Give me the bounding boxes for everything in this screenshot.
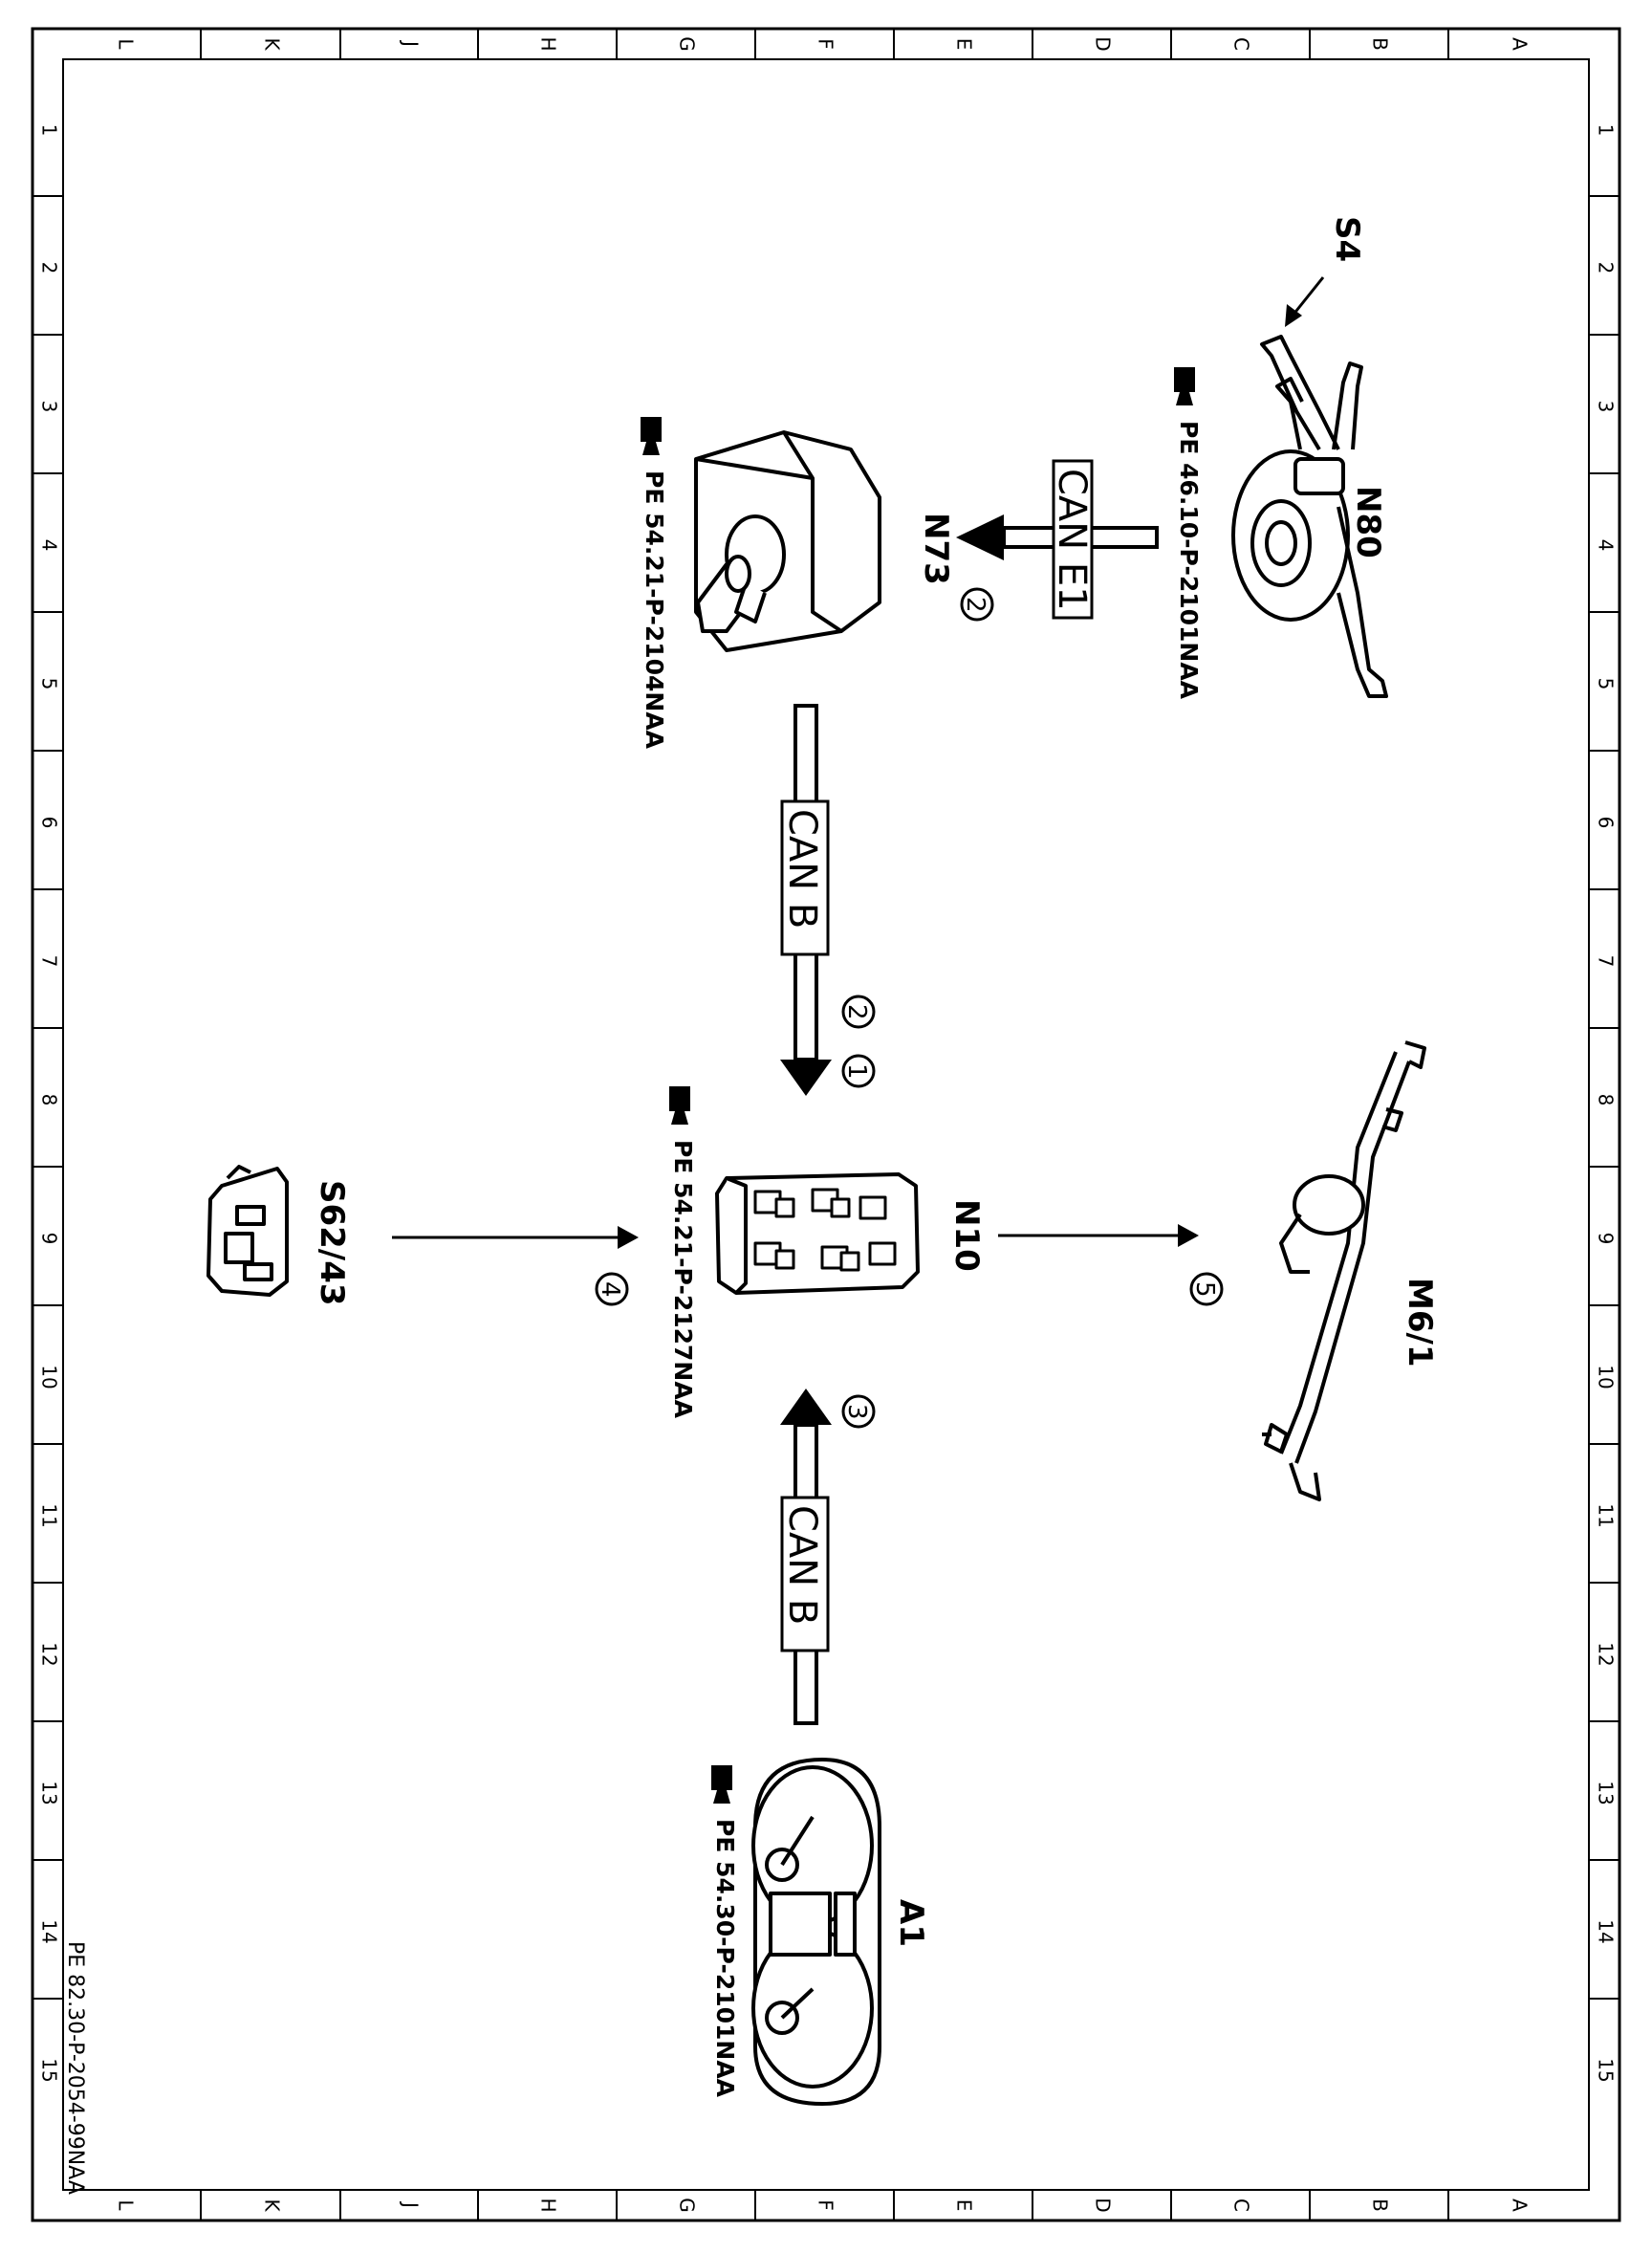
col-label-top: L <box>115 38 138 50</box>
row-label-left: 6 <box>38 817 61 829</box>
svg-text:PE 54.21-P-2104NAA: PE 54.21-P-2104NAA <box>641 470 668 750</box>
row-label-right: 1 <box>1595 124 1618 137</box>
row-label-right: 13 <box>1595 1781 1618 1805</box>
a1-label: A1 <box>892 1899 930 1947</box>
can-b-bus-lower: CAN B <box>780 1389 832 1725</box>
col-label-bottom: H <box>537 2198 560 2212</box>
row-label-right: 10 <box>1595 1365 1618 1389</box>
col-label-top: K <box>261 37 284 51</box>
step-circle: 2 <box>841 995 876 1029</box>
row-label-right: 9 <box>1595 1233 1618 1245</box>
row-label-left: 2 <box>38 262 61 274</box>
svg-text:5: 5 <box>1190 1281 1219 1298</box>
row-label-left: 11 <box>38 1503 61 1527</box>
row-label-right: 8 <box>1595 1094 1618 1106</box>
row-label-left: 10 <box>38 1365 61 1389</box>
can-e1-bus: CAN E1 <box>956 459 1159 620</box>
instrument-cluster-icon <box>751 1758 881 2106</box>
row-label-right: 5 <box>1595 678 1618 690</box>
row-label-right: 7 <box>1595 955 1618 968</box>
col-label-top: A <box>1509 37 1532 51</box>
svg-text:2: 2 <box>842 1004 871 1020</box>
s62-43-label: S62/43 <box>313 1180 351 1306</box>
row-label-left: 5 <box>38 678 61 690</box>
s4-label: S4 <box>1328 216 1366 262</box>
svg-text:PE 54.30-P-2101NAA: PE 54.30-P-2101NAA <box>711 1819 739 2098</box>
col-label-bottom: K <box>261 2198 284 2212</box>
a1-reference: PE 54.30-P-2101NAA <box>711 1765 739 2098</box>
steering-column-switch-icon <box>1231 335 1388 698</box>
svg-text:2: 2 <box>961 597 989 613</box>
col-label-bottom: E <box>953 2199 976 2212</box>
n80-reference: PE 46.10-P-2101NAA <box>1174 367 1203 700</box>
col-label-top: B <box>1369 37 1392 51</box>
wiper-signal-arrow <box>998 1224 1199 1247</box>
svg-text:PE 46.10-P-2101NAA: PE 46.10-P-2101NAA <box>1175 421 1203 700</box>
col-label-top: D <box>1092 36 1115 51</box>
col-label-top: E <box>953 38 976 51</box>
hood-switch-icon <box>206 1165 289 1297</box>
n10-reference: PE 54.21-P-2127NAA <box>669 1086 697 1419</box>
row-label-left: 14 <box>38 1919 61 1943</box>
row-label-left: 4 <box>38 539 61 552</box>
row-label-right: 15 <box>1595 2058 1618 2082</box>
col-label-bottom: J <box>400 2200 423 2208</box>
wiper-motor-icon <box>1262 1040 1426 1501</box>
col-label-top: G <box>676 36 699 52</box>
n73-label: N73 <box>917 513 955 585</box>
m6-1-label: M6/1 <box>1401 1278 1439 1367</box>
col-label-top: J <box>400 39 423 47</box>
row-label-right: 2 <box>1595 262 1618 274</box>
col-label-bottom: L <box>115 2199 138 2211</box>
col-label-bottom: D <box>1092 2198 1115 2212</box>
can-b-bus-upper: CAN B <box>780 704 832 1096</box>
hood-signal-arrow <box>392 1226 639 1249</box>
col-label-bottom: G <box>676 2198 699 2213</box>
document-id: PE 82.30-P-2054-99NAA <box>63 1941 87 2195</box>
ignition-switch-icon <box>694 430 881 652</box>
svg-text:1: 1 <box>842 1063 871 1080</box>
row-label-left: 8 <box>38 1094 61 1106</box>
col-label-bottom: B <box>1369 2198 1392 2212</box>
col-label-top: H <box>537 36 560 51</box>
row-label-left: 9 <box>38 1233 61 1245</box>
row-label-right: 11 <box>1595 1503 1618 1527</box>
col-label-top: C <box>1230 37 1253 51</box>
row-label-right: 6 <box>1595 817 1618 829</box>
col-label-bottom: F <box>815 2199 837 2211</box>
svg-text:3: 3 <box>842 1404 871 1420</box>
step-circle: 1 <box>841 1054 876 1088</box>
col-label-bottom: C <box>1230 2198 1253 2212</box>
n10-label: N10 <box>947 1199 986 1272</box>
row-label-right: 12 <box>1595 1642 1618 1666</box>
col-label-bottom: A <box>1509 2198 1532 2212</box>
svg-text:PE 54.21-P-2127NAA: PE 54.21-P-2127NAA <box>669 1140 697 1419</box>
row-label-right: 4 <box>1595 539 1618 552</box>
row-label-left: 3 <box>38 401 61 413</box>
control-module-icon <box>715 1172 920 1295</box>
row-label-left: 12 <box>38 1642 61 1666</box>
row-label-right: 14 <box>1595 1919 1618 1943</box>
can-b-label-lower: CAN B <box>780 1505 824 1625</box>
svg-text:4: 4 <box>596 1281 624 1298</box>
step-circle: 2 <box>960 587 994 622</box>
row-label-left: 7 <box>38 955 61 968</box>
n80-label: N80 <box>1349 486 1387 558</box>
n73-reference: PE 54.21-P-2104NAA <box>641 417 668 750</box>
step-circle: 5 <box>1189 1272 1224 1306</box>
can-b-label-upper: CAN B <box>780 809 824 929</box>
row-label-left: 15 <box>38 2058 61 2082</box>
col-label-top: F <box>815 38 837 50</box>
step-circle: 4 <box>595 1272 629 1306</box>
step-circle: 3 <box>841 1394 876 1429</box>
row-label-left: 1 <box>38 124 61 137</box>
row-label-right: 3 <box>1595 401 1618 413</box>
row-label-left: 13 <box>38 1781 61 1805</box>
can-e1-label: CAN E1 <box>1050 469 1094 611</box>
s4-pointer-arrow <box>1285 276 1325 327</box>
